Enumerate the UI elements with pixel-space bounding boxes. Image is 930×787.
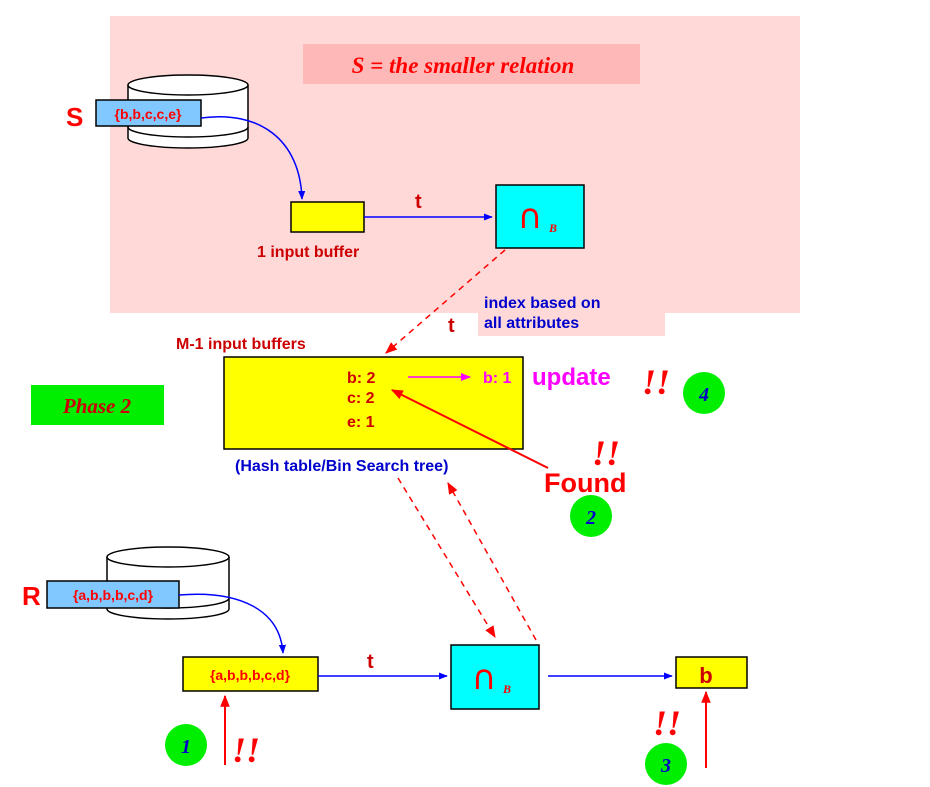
index-note-line2: all attributes xyxy=(484,315,579,332)
index-note-line1: index based on xyxy=(484,295,600,312)
s-tuples: {b,b,c,c,e} xyxy=(115,106,182,122)
r-buffer-value: {a,b,b,b,c,d} xyxy=(210,667,291,683)
t-label-middle: t xyxy=(448,315,455,337)
exclaim-step2: !! xyxy=(592,433,620,473)
step1-number: 1 xyxy=(181,736,191,758)
intersect-op-bottom xyxy=(450,644,540,710)
intersect-subscript-bottom: B xyxy=(502,682,511,696)
output-value: b xyxy=(699,663,712,688)
s-tuples-box xyxy=(95,99,202,127)
exclaim-step3: !! xyxy=(653,703,681,743)
phase1-panel xyxy=(110,16,800,336)
r-input-buffer xyxy=(182,656,319,692)
output-buffer xyxy=(675,656,748,689)
title-box xyxy=(303,44,640,84)
r-label: R xyxy=(22,581,41,611)
step2-number: 2 xyxy=(585,507,596,529)
intersect-symbol-top: ∩ xyxy=(518,197,543,237)
update-label: update xyxy=(532,364,611,391)
found-arrow xyxy=(390,389,549,469)
step3-circle xyxy=(645,743,687,785)
t-label-top: t xyxy=(415,191,422,213)
hash-entry-updated: b: 1 xyxy=(483,370,512,387)
phase-label: Phase 2 xyxy=(62,394,132,418)
intersect-op-top xyxy=(495,184,585,249)
s-to-buffer-arrow xyxy=(200,116,306,200)
exclaim-step4: !! xyxy=(642,362,670,402)
r-to-buffer-arrow xyxy=(178,593,287,654)
step2-circle xyxy=(570,495,612,537)
exclaim-step1: !! xyxy=(232,730,260,770)
m1-label: M-1 input buffers xyxy=(176,336,306,353)
found-label: Found xyxy=(544,468,626,498)
step4-number: 4 xyxy=(698,384,709,406)
hash-entry-e: e: 1 xyxy=(347,414,375,431)
hash-table-buffer xyxy=(223,356,524,450)
r-tuples-box xyxy=(46,580,180,609)
hashtable-to-op-arrow xyxy=(397,477,496,639)
hash-entry-c: c: 2 xyxy=(347,390,375,407)
step3-number: 3 xyxy=(660,755,671,777)
title: S = the smaller relation xyxy=(352,53,575,78)
r-tuples: {a,b,b,b,c,d} xyxy=(73,587,154,603)
t-label-bottom: t xyxy=(367,651,374,673)
intersect-symbol-bottom: ∩ xyxy=(472,658,497,698)
hash-entry-b: b: 2 xyxy=(347,370,376,387)
intersect-subscript-top: B xyxy=(548,221,557,235)
hash-table-caption: (Hash table/Bin Search tree) xyxy=(235,458,448,475)
phase-label-box xyxy=(31,385,164,425)
input-buffer-label: 1 input buffer xyxy=(257,244,359,261)
op-to-hashtable-return-arrow xyxy=(447,481,537,641)
step1-circle xyxy=(165,724,207,766)
s-label: S xyxy=(66,102,83,132)
step4-circle xyxy=(683,372,725,414)
input-buffer xyxy=(290,201,365,233)
op-to-hashtable-arrow xyxy=(385,249,506,354)
